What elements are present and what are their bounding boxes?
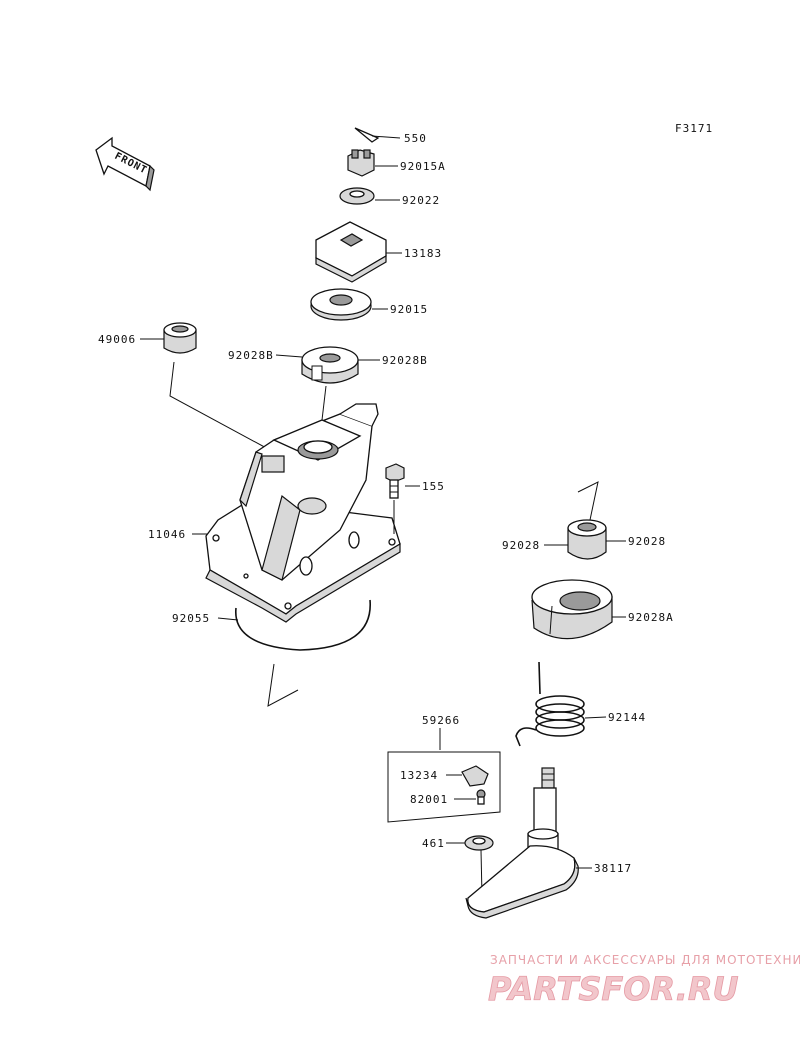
bracket-11046 bbox=[192, 403, 401, 623]
callout-92015A: 92015A bbox=[400, 160, 446, 173]
castle-nut-92015A bbox=[347, 149, 398, 177]
plate-13183 bbox=[315, 221, 402, 283]
callout-92144: 92144 bbox=[608, 711, 646, 724]
callout-38117: 38117 bbox=[594, 862, 632, 875]
split-bushing-92028B bbox=[275, 346, 380, 421]
lever-38117 bbox=[465, 767, 592, 919]
cotter-pin-550 bbox=[354, 127, 401, 143]
callout-13183: 13183 bbox=[404, 247, 442, 260]
callout-92028B-right: 92028B bbox=[382, 354, 428, 367]
callout-92028A: 92028A bbox=[628, 611, 674, 624]
bushing-92015 bbox=[310, 288, 388, 321]
spring-92144 bbox=[515, 661, 607, 747]
front-arrow-icon: FRONT bbox=[95, 136, 155, 192]
callout-550: 550 bbox=[404, 132, 427, 145]
callout-59266: 59266 bbox=[422, 714, 460, 727]
callout-49006: 49006 bbox=[98, 333, 136, 346]
bushing-92028 bbox=[544, 481, 626, 560]
cap-49006 bbox=[140, 322, 271, 451]
callout-13234: 13234 bbox=[400, 769, 438, 782]
kit-box-59266 bbox=[387, 728, 501, 823]
callout-92028-right: 92028 bbox=[628, 535, 666, 548]
callout-92055: 92055 bbox=[172, 612, 210, 625]
callout-11046: 11046 bbox=[148, 528, 186, 541]
bolt-155 bbox=[385, 463, 420, 534]
collar-92028A bbox=[531, 579, 626, 640]
watermark-tagline: ЗАПЧАСТИ И АКСЕССУАРЫ ДЛЯ МОТОТЕХНИКИ bbox=[490, 953, 800, 967]
callout-92015: 92015 bbox=[390, 303, 428, 316]
callout-82001: 82001 bbox=[410, 793, 448, 806]
callout-92028B-left: 92028B bbox=[228, 349, 274, 362]
callout-155: 155 bbox=[422, 480, 445, 493]
callout-92028-left: 92028 bbox=[502, 539, 540, 552]
washer-92022 bbox=[339, 187, 400, 205]
diagram-code: F3171 bbox=[675, 122, 713, 135]
callout-461: 461 bbox=[422, 837, 445, 850]
o-ring-92055 bbox=[217, 599, 371, 707]
callout-92022: 92022 bbox=[402, 194, 440, 207]
watermark-logo: PARTSFOR.RU bbox=[488, 970, 738, 1008]
